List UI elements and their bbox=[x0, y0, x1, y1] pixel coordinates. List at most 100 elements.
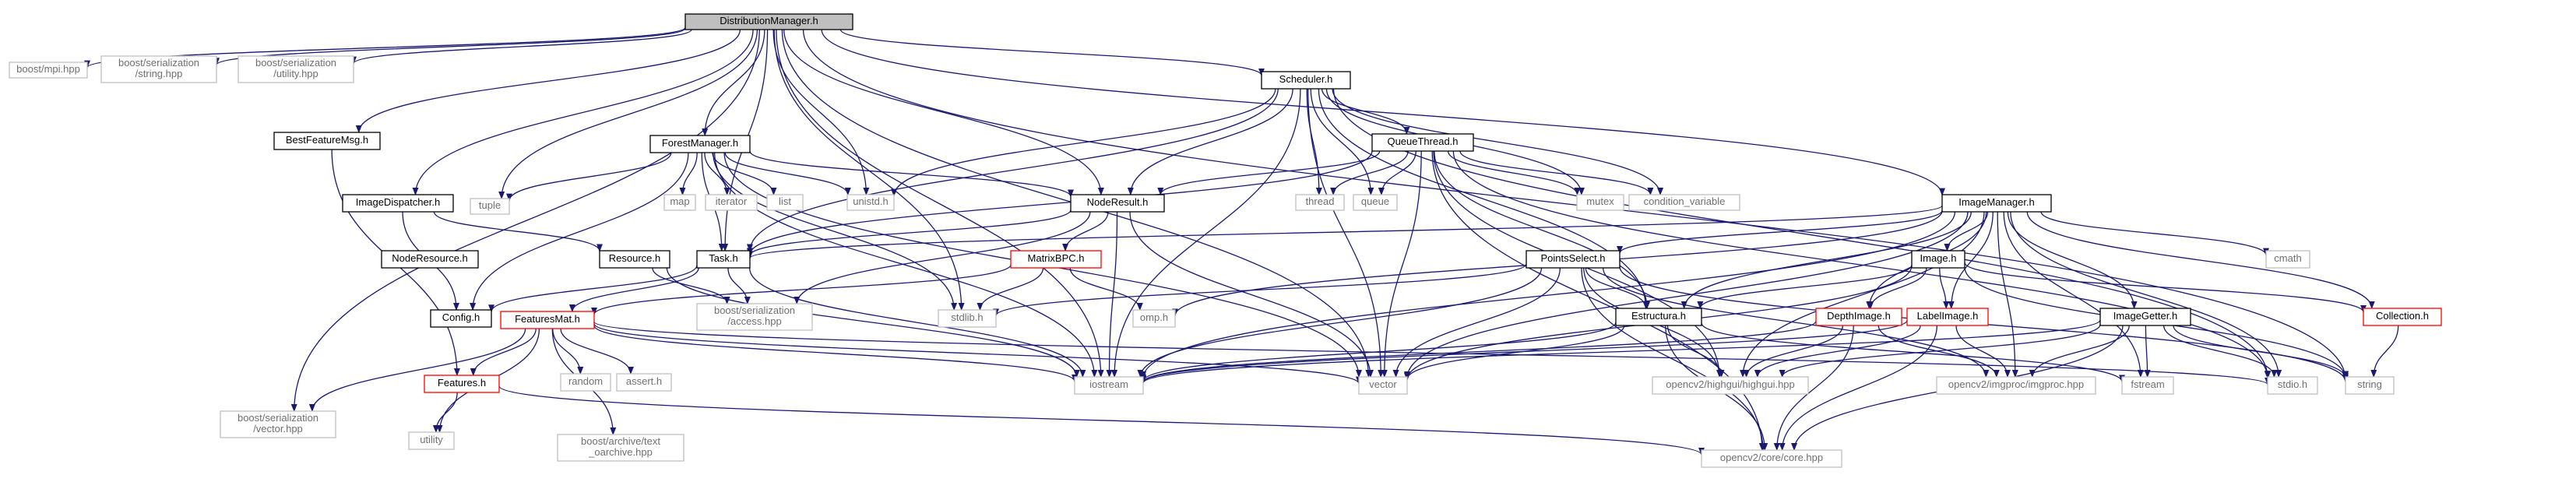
node-config[interactable]: Config.h bbox=[430, 309, 492, 328]
node-rsrc[interactable]: Resource.h bbox=[599, 250, 670, 269]
node-box-psel bbox=[1526, 250, 1621, 269]
node-box-utility bbox=[408, 431, 455, 450]
edge-dm-to-imgmgr bbox=[821, 29, 1945, 196]
node-idisp[interactable]: ImageDispatcher.h bbox=[342, 194, 454, 213]
edge-dm-to-tuple bbox=[498, 29, 758, 199]
node-task[interactable]: Task.h bbox=[696, 250, 751, 269]
node-label[interactable]: LabelImage.h bbox=[1906, 308, 1989, 326]
edge-fm-to-nres bbox=[749, 150, 1074, 198]
edge-idisp-to-rsrc bbox=[433, 211, 603, 252]
edge-nres-to-mbpc bbox=[1062, 211, 1109, 252]
edge-sched-to-qt bbox=[1321, 88, 1410, 135]
edge-igetter-to-imgproc bbox=[2029, 325, 2130, 378]
edge-dm-to-sched bbox=[839, 29, 1265, 76]
edge-qt-to-thread bbox=[1330, 150, 1409, 195]
node-box-image bbox=[1911, 250, 1965, 269]
node-label-textarch: boost/archive/text_oarchive.hpp bbox=[581, 435, 660, 458]
node-igetter[interactable]: ImageGetter.h bbox=[2099, 308, 2191, 326]
edge-psel-to-estr bbox=[1585, 267, 1649, 309]
edge-fmat-to-feats bbox=[470, 328, 537, 376]
edge-imgmgr-to-fstream bbox=[2003, 211, 2144, 378]
node-label-map: map bbox=[670, 195, 689, 207]
node-bvec: boost/serialization/vector.hpp bbox=[220, 410, 336, 438]
node-label-random: random bbox=[568, 375, 603, 387]
node-imgmgr[interactable]: ImageManager.h bbox=[1941, 194, 2052, 213]
node-nres[interactable]: NodeResult.h bbox=[1070, 194, 1165, 213]
edge-dm-to-butil bbox=[350, 29, 692, 65]
node-mbpc[interactable]: MatrixBPC.h bbox=[1010, 250, 1102, 269]
node-label-unistd: unistd.h bbox=[853, 195, 889, 207]
node-label-core: opencv2/core/core.hpp bbox=[1720, 452, 1823, 463]
node-box-igetter bbox=[2099, 308, 2191, 326]
node-box-task bbox=[696, 250, 751, 269]
edge-fmat-to-iostream bbox=[593, 325, 1078, 382]
node-label-config: Config.h bbox=[442, 311, 480, 323]
edge-imgmgr-to-iostream bbox=[1140, 211, 1956, 379]
edge-imgmgr-to-image bbox=[1944, 211, 1989, 252]
edge-task-to-config bbox=[488, 265, 698, 313]
edge-image-to-label bbox=[1939, 267, 1950, 309]
edge-psel-to-iostream bbox=[1137, 267, 1543, 378]
edge-sched-to-unistd bbox=[891, 88, 1276, 197]
edge-dm-to-idisp bbox=[412, 29, 754, 195]
edge-sched-to-nres bbox=[1127, 88, 1293, 195]
node-label-stdlib: stdlib.h bbox=[951, 311, 983, 323]
node-estr[interactable]: Estructura.h bbox=[1615, 308, 1702, 326]
edge-imgmgr-to-stdio bbox=[2010, 211, 2282, 378]
edge-igetter-to-iostream bbox=[1140, 319, 2101, 385]
edge-igetter-to-stdio bbox=[2163, 325, 2278, 378]
edge-fm-to-tuple bbox=[506, 152, 672, 202]
node-box-omp bbox=[1132, 309, 1176, 328]
node-cmath: cmath bbox=[2265, 250, 2310, 269]
node-fmat[interactable]: FeaturesMat.h bbox=[500, 311, 595, 329]
edge-qt-to-condv bbox=[1459, 150, 1654, 195]
edge-nres-to-access bbox=[794, 211, 1091, 304]
edge-fmat-to-vector bbox=[593, 323, 1362, 385]
edge-fmat-to-assert bbox=[560, 328, 634, 375]
edge-qt-to-vector bbox=[1381, 150, 1422, 378]
edge-qt-to-stdio bbox=[1452, 150, 2271, 380]
node-box-unistd bbox=[846, 194, 895, 211]
node-sched[interactable]: Scheduler.h bbox=[1261, 71, 1351, 90]
node-label-feats: Features.h bbox=[438, 377, 486, 389]
node-random: random bbox=[560, 373, 611, 392]
node-label-fm: ForestManager.h bbox=[662, 137, 738, 149]
node-label-psel: PointsSelect.h bbox=[1540, 252, 1605, 264]
edge-imgmgr-to-vector bbox=[1404, 211, 1969, 379]
node-label-iter: iterator bbox=[716, 195, 748, 207]
edge-dm-to-string bbox=[802, 29, 2349, 381]
node-box-rsrc bbox=[599, 250, 670, 269]
node-label-stdio: stdio.h bbox=[2278, 378, 2307, 390]
node-label-bvec: boost/serialization/vector.hpp bbox=[238, 412, 318, 435]
edge-qt-to-nres bbox=[1157, 150, 1381, 195]
node-bfm[interactable]: BestFeatureMsg.h bbox=[273, 132, 381, 150]
edge-imgmgr-to-label bbox=[1948, 211, 1994, 309]
edge-psel-to-imgproc bbox=[1602, 267, 1990, 378]
node-box-stdio bbox=[2267, 376, 2318, 395]
edge-dm-to-nres bbox=[783, 29, 1104, 195]
node-qt[interactable]: QueueThread.h bbox=[1371, 133, 1474, 152]
node-mpi: boost/mpi.hpp bbox=[9, 62, 88, 79]
node-coll[interactable]: Collection.h bbox=[2363, 308, 2442, 326]
node-core: opencv2/core/core.hpp bbox=[1701, 449, 1842, 468]
node-dm[interactable]: DistributionManager.h bbox=[684, 13, 853, 30]
node-feats[interactable]: Features.h bbox=[424, 375, 500, 393]
node-psel[interactable]: PointsSelect.h bbox=[1526, 250, 1621, 269]
edge-imgmgr-to-imgproc bbox=[1997, 211, 2018, 378]
node-nrsrc[interactable]: NodeResource.h bbox=[381, 250, 479, 269]
node-box-fstream bbox=[2121, 376, 2174, 395]
node-box-mutex bbox=[1576, 194, 1624, 211]
node-fm[interactable]: ForestManager.h bbox=[649, 135, 751, 153]
node-depth[interactable]: DepthImage.h bbox=[1815, 308, 1902, 326]
node-bstr: boost/serialization/string.hpp bbox=[100, 55, 217, 83]
node-fstream: fstream bbox=[2121, 376, 2174, 395]
edge-sched-to-thread bbox=[1306, 88, 1322, 195]
node-box-random bbox=[560, 373, 611, 392]
node-image[interactable]: Image.h bbox=[1911, 250, 1965, 269]
node-label-sched: Scheduler.h bbox=[1279, 73, 1333, 85]
node-label-coll: Collection.h bbox=[2376, 310, 2429, 322]
edge-rsrc-to-access bbox=[652, 267, 730, 304]
node-label-iostream: iostream bbox=[1089, 378, 1128, 390]
edge-imgmgr-to-psel bbox=[1617, 209, 1943, 255]
node-box-butil bbox=[238, 55, 354, 83]
